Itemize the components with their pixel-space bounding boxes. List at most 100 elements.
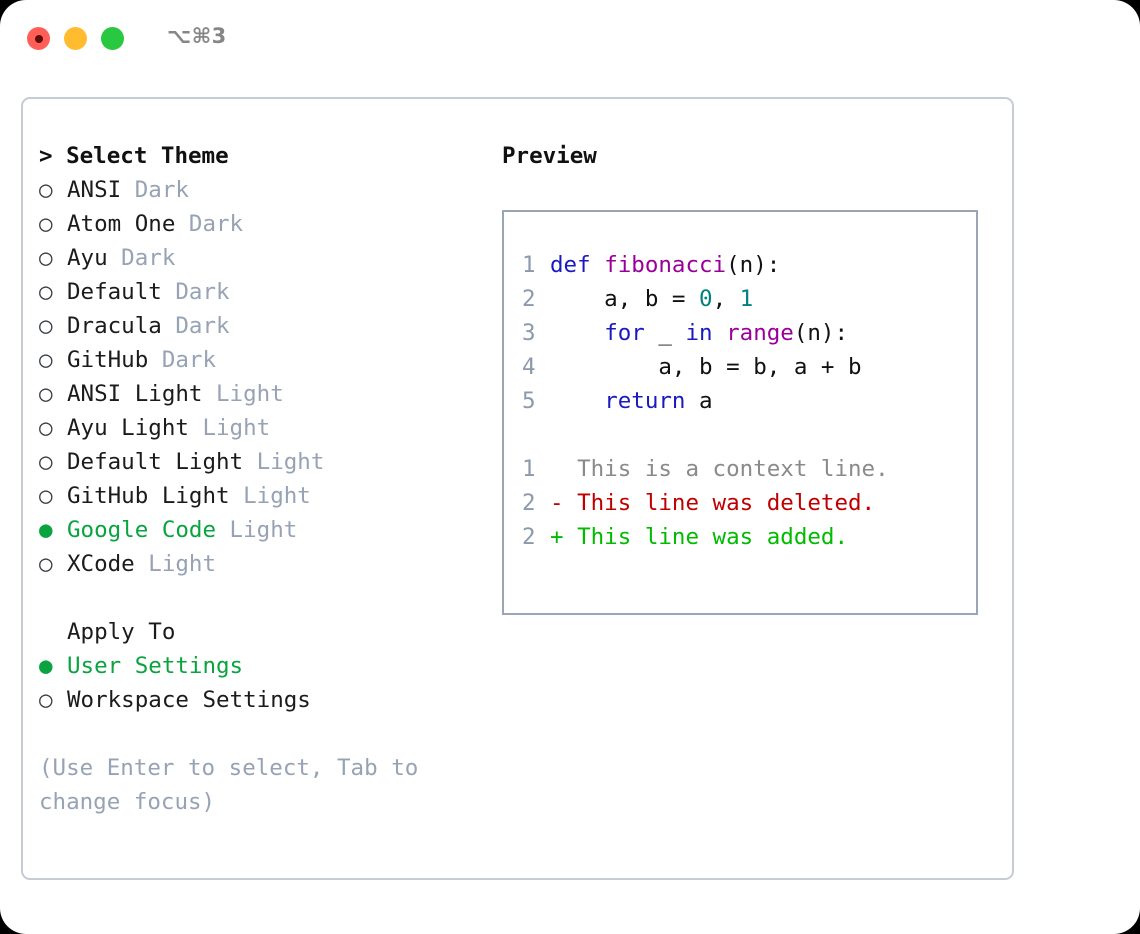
radio-unselected-icon: ○ <box>39 279 53 305</box>
keyboard-hint: (Use Enter to select, Tab to change focu… <box>39 755 432 815</box>
theme-kind-badge: Dark <box>107 245 176 271</box>
line-number: 2 <box>522 524 536 550</box>
code-token: a <box>685 388 713 414</box>
theme-kind-badge: Light <box>202 381 284 407</box>
radio-selected-icon: ● <box>39 517 53 543</box>
line-number: 2 <box>522 286 536 312</box>
code-token: a, b = b, a + b <box>550 354 862 380</box>
theme-kind-badge: Dark <box>121 177 189 203</box>
maximize-button[interactable] <box>101 27 124 50</box>
theme-option-label: GitHub Light <box>67 483 230 509</box>
theme-option[interactable]: ○ ANSI Dark <box>39 173 479 207</box>
code-token: range <box>726 320 794 346</box>
theme-option[interactable]: ○GitHub Dark <box>39 343 479 377</box>
theme-list: ○ANSI Dark○Atom One Dark○Ayu Dark○Defaul… <box>39 173 479 581</box>
minimize-button[interactable] <box>64 27 87 50</box>
radio-unselected-icon: ○ <box>39 483 53 509</box>
code-token: (n): <box>793 320 849 346</box>
window-controls <box>27 27 124 50</box>
code-token: a, b = <box>550 286 700 312</box>
theme-kind-badge: Light <box>243 449 325 475</box>
diff-line: 2 - This line was deleted. <box>522 486 976 520</box>
code-token: _ <box>644 320 686 346</box>
theme-option[interactable]: ○ Default Dark <box>39 275 479 309</box>
apply-to-option-label: User Settings <box>67 653 244 679</box>
preview-title: Preview <box>502 143 597 169</box>
theme-option-label: Google Code <box>67 517 217 543</box>
radio-unselected-icon: ○ <box>39 245 53 271</box>
apply-to-option-label: Workspace Settings <box>67 687 311 713</box>
spacer <box>39 581 479 615</box>
code-token <box>550 388 604 414</box>
theme-kind-badge: Dark <box>148 347 217 373</box>
line-number: 2 <box>522 490 536 516</box>
radio-unselected-icon: ○ <box>39 687 53 713</box>
code-token: 1 <box>739 286 754 312</box>
code-token: , <box>712 286 740 312</box>
code-token <box>550 320 604 346</box>
theme-kind-badge: Dark <box>175 211 244 237</box>
line-number: 4 <box>522 354 536 380</box>
code-token: def <box>550 252 605 278</box>
theme-option-label: Default <box>67 279 162 305</box>
theme-option[interactable]: ○Atom One Dark <box>39 207 479 241</box>
theme-option-label: ANSI <box>67 177 122 203</box>
code-line: 5 return a <box>522 384 976 418</box>
radio-unselected-icon: ○ <box>39 211 53 237</box>
theme-option-label: Default Light <box>67 449 244 475</box>
close-button[interactable] <box>27 27 50 50</box>
theme-option-label: Ayu Light <box>67 415 189 441</box>
theme-kind-badge: Dark <box>161 279 230 305</box>
line-number: 3 <box>522 320 536 346</box>
theme-option[interactable]: ○ Default Light Light <box>39 445 479 479</box>
radio-selected-icon: ● <box>39 653 53 679</box>
code-line: 2 a, b = 0, 1 <box>522 282 976 316</box>
diff-line: 1 This is a context line. <box>522 452 976 486</box>
theme-option[interactable]: ○XCode Light <box>39 547 479 581</box>
apply-to-option[interactable]: ● User Settings <box>39 649 479 683</box>
line-number: 1 <box>522 252 536 278</box>
theme-option[interactable]: ○ Ayu Dark <box>39 241 479 275</box>
theme-option-label: Dracula <box>67 313 162 339</box>
apply-to-option[interactable]: ○ Workspace Settings <box>39 683 479 717</box>
select-theme-header: > Select Theme <box>39 143 229 169</box>
diff-sample: 1 This is a context line. 2 - This line wa… <box>522 452 976 554</box>
radio-unselected-icon: ○ <box>39 551 53 577</box>
radio-unselected-icon: ○ <box>39 381 53 407</box>
code-line: 3 for _ in range(n): <box>522 316 976 350</box>
code-token: return <box>604 388 686 414</box>
theme-kind-badge: Light <box>188 415 271 441</box>
diff-text: + This line was added. <box>550 524 849 550</box>
code-token: 0 <box>699 286 713 312</box>
apply-to-list: ● User Settings ○ Workspace Settings <box>39 649 479 717</box>
theme-option-label: ANSI Light <box>67 381 203 407</box>
radio-unselected-icon: ○ <box>39 313 53 339</box>
theme-option-label: Ayu <box>67 245 108 271</box>
code-token: in <box>685 320 713 346</box>
apply-to-header: Apply To <box>67 619 176 645</box>
radio-unselected-icon: ○ <box>39 415 53 441</box>
diff-text: - This line was deleted. <box>550 490 876 516</box>
theme-option[interactable]: ○Dracula Dark <box>39 309 479 343</box>
spacer <box>522 418 976 452</box>
code-token <box>713 320 727 346</box>
code-token: for <box>604 320 645 346</box>
theme-option[interactable]: ●Google Code Light <box>39 513 479 547</box>
theme-option[interactable]: ○ Ayu Light Light <box>39 411 479 445</box>
title-bar: ⌥⌘3 <box>0 0 1140 78</box>
code-line: 4 a, b = b, a + b <box>522 350 976 384</box>
theme-option[interactable]: ○ GitHub Light Light <box>39 479 479 513</box>
radio-unselected-icon: ○ <box>39 449 53 475</box>
theme-option[interactable]: ○ ANSI Light Light <box>39 377 479 411</box>
theme-kind-badge: Light <box>134 551 217 577</box>
radio-unselected-icon: ○ <box>39 177 53 203</box>
theme-kind-badge: Light <box>229 483 311 509</box>
diff-text: This is a context line. <box>550 456 889 482</box>
radio-unselected-icon: ○ <box>39 347 53 373</box>
theme-selector-column: > Select Theme ○ANSI Dark○Atom One Dark○… <box>39 139 479 819</box>
